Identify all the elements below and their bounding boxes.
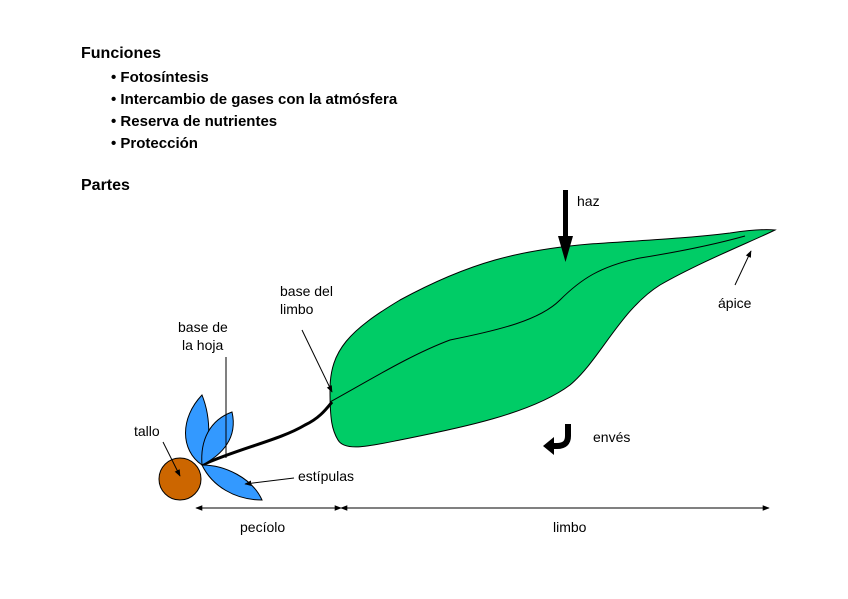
pointer-apice: [735, 251, 751, 285]
label-tallo: tallo: [134, 423, 160, 439]
label-enves: envés: [593, 429, 630, 445]
leaf-blade: [330, 230, 775, 447]
label-base-limbo-1: base del: [280, 283, 333, 299]
label-base-hoja-1: base de: [178, 319, 228, 335]
stem-circle: [159, 458, 201, 500]
label-base-limbo-2: limbo: [280, 301, 314, 317]
label-estipulas: estípulas: [298, 468, 354, 484]
label-haz: haz: [577, 193, 600, 209]
label-apice: ápice: [718, 295, 752, 311]
curved-arrow-icon: [543, 424, 568, 455]
label-peciolo: pecíolo: [240, 519, 285, 535]
label-limbo: limbo: [553, 519, 587, 535]
label-base-hoja-2: la hoja: [182, 337, 223, 353]
pointer-estipulas: [245, 478, 294, 484]
stipule-lower: [202, 465, 262, 500]
pointer-base-limbo: [302, 330, 332, 392]
